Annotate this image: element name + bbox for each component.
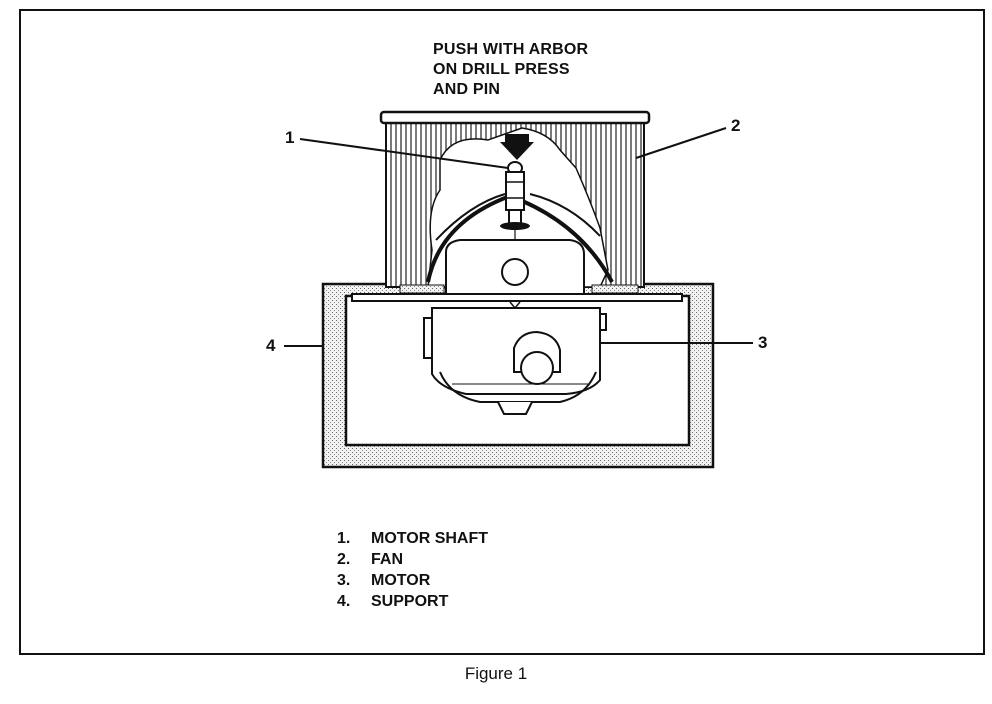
push-arrow-icon (500, 134, 534, 160)
legend-label: FAN (371, 551, 403, 568)
legend-item: 3. MOTOR (337, 570, 488, 591)
callout-3: 3 (758, 333, 768, 352)
motor (351, 239, 683, 415)
leader-lines (284, 127, 753, 347)
legend-number: 1. (337, 530, 351, 547)
legend-number: 4. (337, 593, 351, 610)
legend-number: 2. (337, 551, 351, 568)
figure-caption: Figure 1 (464, 664, 528, 683)
legend-item: 1. MOTOR SHAFT (337, 528, 488, 549)
callout-4: 4 (266, 336, 276, 355)
legend-label: MOTOR SHAFT (371, 530, 489, 547)
instruction-line: PUSH WITH ARBOR (433, 41, 589, 58)
callout-2: 2 (731, 116, 741, 135)
legend-number: 3. (337, 572, 351, 589)
callout-1: 1 (285, 128, 295, 147)
legend-item: 4. SUPPORT (337, 591, 488, 612)
legend-label: SUPPORT (371, 593, 449, 610)
legend-item: 2. FAN (337, 549, 488, 570)
legend-label: MOTOR (371, 572, 431, 589)
figure-frame (19, 9, 985, 655)
legend: 1. MOTOR SHAFT 2. FAN 3. MOTOR 4. SUPPOR… (337, 528, 488, 612)
instruction-line: ON DRILL PRESS (433, 61, 570, 78)
instruction-text: PUSH WITH ARBOR ON DRILL PRESS AND PIN (433, 40, 653, 100)
instruction-line: AND PIN (433, 81, 501, 98)
motor-shaft (500, 161, 530, 272)
